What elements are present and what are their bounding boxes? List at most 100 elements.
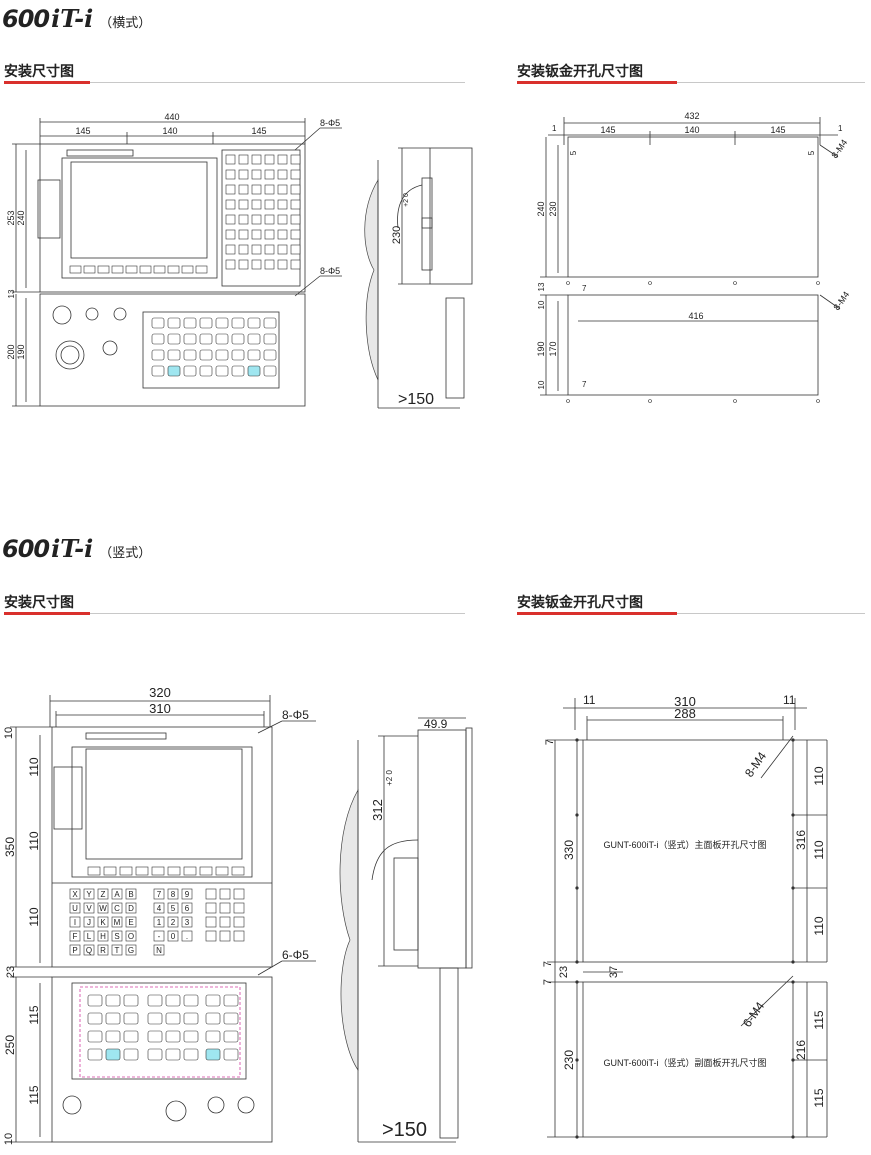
key-y: Y	[86, 890, 92, 899]
cut-sub-label: GUNT-600iT-i（竖式）副面板开孔尺寸图	[603, 1057, 766, 1068]
cut-lower-gap: 10	[537, 300, 546, 309]
section-title-cutout-dims: 安装钣金开孔尺寸图	[517, 595, 643, 611]
cut-h-outer: 240	[536, 201, 546, 216]
alpha-key-legends: X Y Z A B U V W C D I J K M E F L H S O …	[72, 890, 190, 955]
cut-edge-l: 1	[552, 124, 557, 133]
key-9: 9	[185, 890, 190, 899]
cut-h-a: 110	[812, 766, 826, 785]
wall-hatch	[339, 788, 359, 1072]
section-accent-bar	[517, 81, 677, 84]
dim-h-lower-inner: 190	[16, 344, 26, 359]
cut-inner: 288	[674, 706, 696, 721]
dim-h-upper-inner: 240	[16, 210, 26, 225]
key-w: W	[99, 904, 107, 913]
key-e: E	[128, 918, 133, 927]
cutout-view-horizontal: 432 1 1 145 140 145 5 5 8-M4 8-M4 240 23…	[536, 111, 851, 403]
cut-edge-l: 11	[583, 693, 596, 707]
key-2: 2	[171, 918, 176, 927]
key-0: 0	[171, 932, 176, 941]
cut-thread-mid: 8-M4	[831, 290, 851, 313]
mdi-keypad	[225, 154, 301, 270]
dim-holes-lower: 6-Φ5	[282, 948, 309, 962]
cut-inset-r: 5	[807, 150, 816, 155]
cut-h-b: 110	[812, 840, 826, 859]
cut-gap-b: 7	[542, 979, 554, 985]
key-u: U	[72, 904, 78, 913]
dim-seg3: 145	[251, 126, 266, 136]
model-orientation: （竖式）	[99, 546, 152, 561]
wall-hatch	[364, 178, 379, 381]
key-b: B	[128, 890, 133, 899]
model-title-bottom: 600 iT-i （竖式）	[2, 534, 151, 563]
cut-h-sub: 316	[794, 830, 808, 850]
cut-off2: 7	[582, 380, 587, 389]
dim-holes-top: 8-Φ5	[320, 118, 340, 128]
section-title-cutout-dims: 安装钣金开孔尺寸图	[517, 64, 643, 80]
dim-gap: 23	[5, 966, 17, 978]
key-t: T	[115, 946, 120, 955]
front-view-horizontal: 440 145 140 145 8-Φ5 8-Φ5 253 240 13 200…	[6, 112, 342, 407]
cut-off1: 7	[582, 284, 587, 293]
side-tolerance: +2 0	[403, 193, 410, 207]
key-j: J	[87, 918, 91, 927]
model-suffix: iT-i	[51, 4, 94, 33]
model-suffix: iT-i	[51, 534, 94, 563]
key-8: 8	[171, 890, 176, 899]
alpha-keypad	[69, 888, 245, 956]
key-x: X	[72, 890, 78, 899]
cut-thread-low: 6-M4	[740, 999, 767, 1030]
section-rule	[90, 82, 465, 83]
cut-edge-r: 11	[783, 693, 796, 707]
cut-seg2: 140	[684, 125, 699, 135]
dim-h-e: 115	[27, 1085, 41, 1104]
side-depth: 312	[370, 799, 385, 821]
cut-bottom-gap: 10	[537, 380, 546, 389]
key-v: V	[86, 904, 92, 913]
key-o: O	[128, 932, 134, 941]
key-s: S	[114, 932, 119, 941]
key-7: 7	[157, 890, 162, 899]
dim-w-outer: 320	[149, 685, 171, 700]
mount-holes	[566, 281, 820, 403]
key-n: N	[156, 946, 162, 955]
key-r: R	[100, 946, 106, 955]
key-h: H	[100, 932, 106, 941]
section-accent-bar	[517, 612, 677, 615]
dim-gap: 13	[7, 289, 16, 298]
cut-h-low-sub: 216	[794, 1040, 808, 1060]
screen-softkeys	[87, 866, 245, 876]
key-c: C	[114, 904, 120, 913]
key-l: L	[87, 932, 92, 941]
key-minus: -	[158, 932, 161, 941]
model-title-top: 600 iT-i （横式）	[2, 4, 151, 33]
key-a: A	[114, 890, 120, 899]
dim-h-upper-total: 350	[3, 837, 17, 857]
key-dot: .	[186, 932, 188, 941]
dim-bottom-gap: 10	[3, 1133, 15, 1145]
front-view-vertical: X Y Z A B U V W C D I J K M E F L H S O …	[3, 685, 316, 1145]
cut-h-c: 110	[812, 916, 826, 935]
cut-gap-a: 7	[542, 961, 554, 967]
keyboard-cutout-outline	[79, 986, 241, 1078]
cut-h2-inner: 170	[548, 341, 558, 356]
mount-holes	[575, 738, 795, 1139]
cut-gap-mid: 23	[558, 966, 570, 978]
side-tolerance: +2 0	[385, 770, 394, 786]
key-f: F	[73, 932, 78, 941]
model-orientation: （横式）	[99, 16, 152, 31]
key-4: 4	[157, 904, 162, 913]
cut-seg3: 145	[770, 125, 785, 135]
section-rule	[90, 613, 465, 614]
operator-keys	[151, 317, 277, 377]
section-title-install-dims: 安装尺寸图	[4, 64, 74, 80]
dim-h-upper-outer: 253	[6, 210, 16, 225]
dim-h-lower-outer: 200	[6, 344, 16, 359]
side-clearance: >150	[398, 391, 434, 408]
cut-seg1: 145	[600, 125, 615, 135]
cut-h2-outer: 190	[536, 341, 546, 356]
cut-h-e: 115	[812, 1088, 826, 1107]
key-q: Q	[86, 946, 92, 955]
section-title-install-dims: 安装尺寸图	[4, 595, 74, 611]
key-d: D	[128, 904, 134, 913]
dim-seg2: 140	[162, 126, 177, 136]
